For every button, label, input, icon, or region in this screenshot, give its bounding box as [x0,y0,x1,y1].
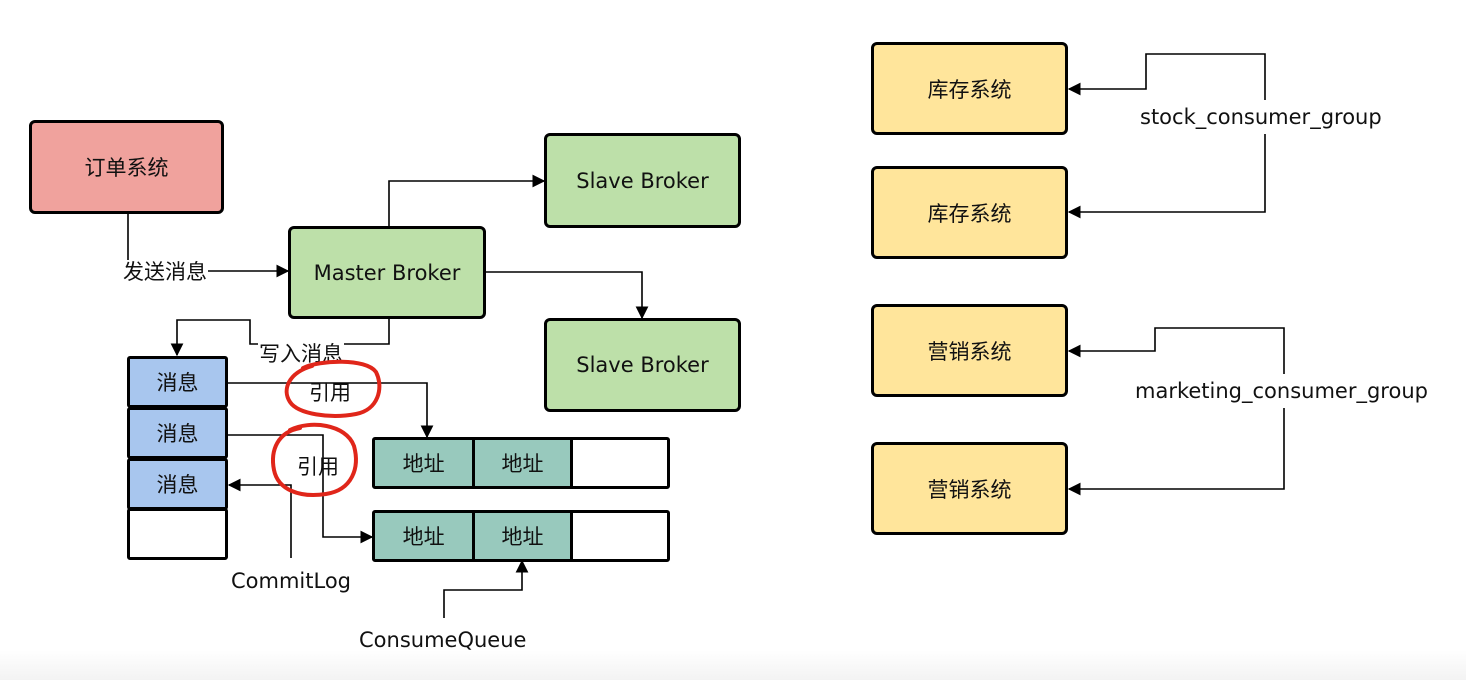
commitlog-message-1: 消息 [127,356,228,408]
consumequeue-pointer [443,559,529,618]
marketing-system-label: 营销系统 [927,339,1012,364]
queue-empty-cell [569,440,667,486]
queue-address-cell: 地址 [375,440,473,486]
commitlog-message-2: 消息 [127,407,228,459]
replicate-arrow-top [388,174,546,226]
bottom-shadow [0,650,1466,680]
message-label: 消息 [156,473,199,497]
reference-label-1: 引用 [309,381,351,405]
queue-empty-cell [569,513,667,559]
stock-system-label: 库存系统 [927,201,1012,226]
write-message-label: 写入消息 [258,342,344,367]
commitlog-label: CommitLog [230,569,353,594]
slave-broker-top-label: Slave Broker [576,168,709,193]
stock-consumer-group-label: stock_consumer_group [1139,105,1383,130]
commitlog-message-3: 消息 [127,458,228,510]
commitlog-empty-slot [127,508,228,560]
queue-address-cell: 地址 [375,513,473,559]
marketing-arrow-2 [1067,408,1285,496]
stock-system-box-1: 库存系统 [871,42,1068,135]
marketing-system-box-2: 营销系统 [871,442,1068,535]
queue-address-cell: 地址 [472,513,570,559]
reference-label-2: 引用 [297,455,339,479]
marketing-system-box-1: 营销系统 [871,304,1068,397]
order-system-box: 订单系统 [29,120,224,214]
marketing-consumer-group-label: marketing_consumer_group [1134,379,1429,404]
reference-arrow-2 [228,434,374,544]
marketing-arrow-1 [1067,327,1285,374]
commitlog-pointer [227,478,292,558]
message-label: 消息 [156,422,199,446]
stock-system-label: 库存系统 [927,77,1012,102]
master-broker-label: Master Broker [313,260,461,285]
stock-arrow-1 [1067,53,1266,100]
queue-address-cell: 地址 [472,440,570,486]
send-message-label: 发送消息 [122,260,208,285]
master-broker-box: Master Broker [288,226,486,319]
replicate-arrow-bottom [484,271,649,320]
marketing-system-label: 营销系统 [927,477,1012,502]
slave-broker-bottom-box: Slave Broker [544,318,741,412]
stock-arrow-2 [1067,134,1266,219]
consumequeue-label: ConsumeQueue [358,628,528,653]
order-system-label: 订单系统 [84,156,169,180]
message-label: 消息 [156,371,199,395]
slave-broker-bottom-label: Slave Broker [576,353,709,377]
consume-queue-row-2: 地址 地址 [372,510,670,562]
stock-system-box-2: 库存系统 [871,166,1068,259]
consume-queue-row-1: 地址 地址 [372,437,670,489]
slave-broker-top-box: Slave Broker [544,133,741,228]
